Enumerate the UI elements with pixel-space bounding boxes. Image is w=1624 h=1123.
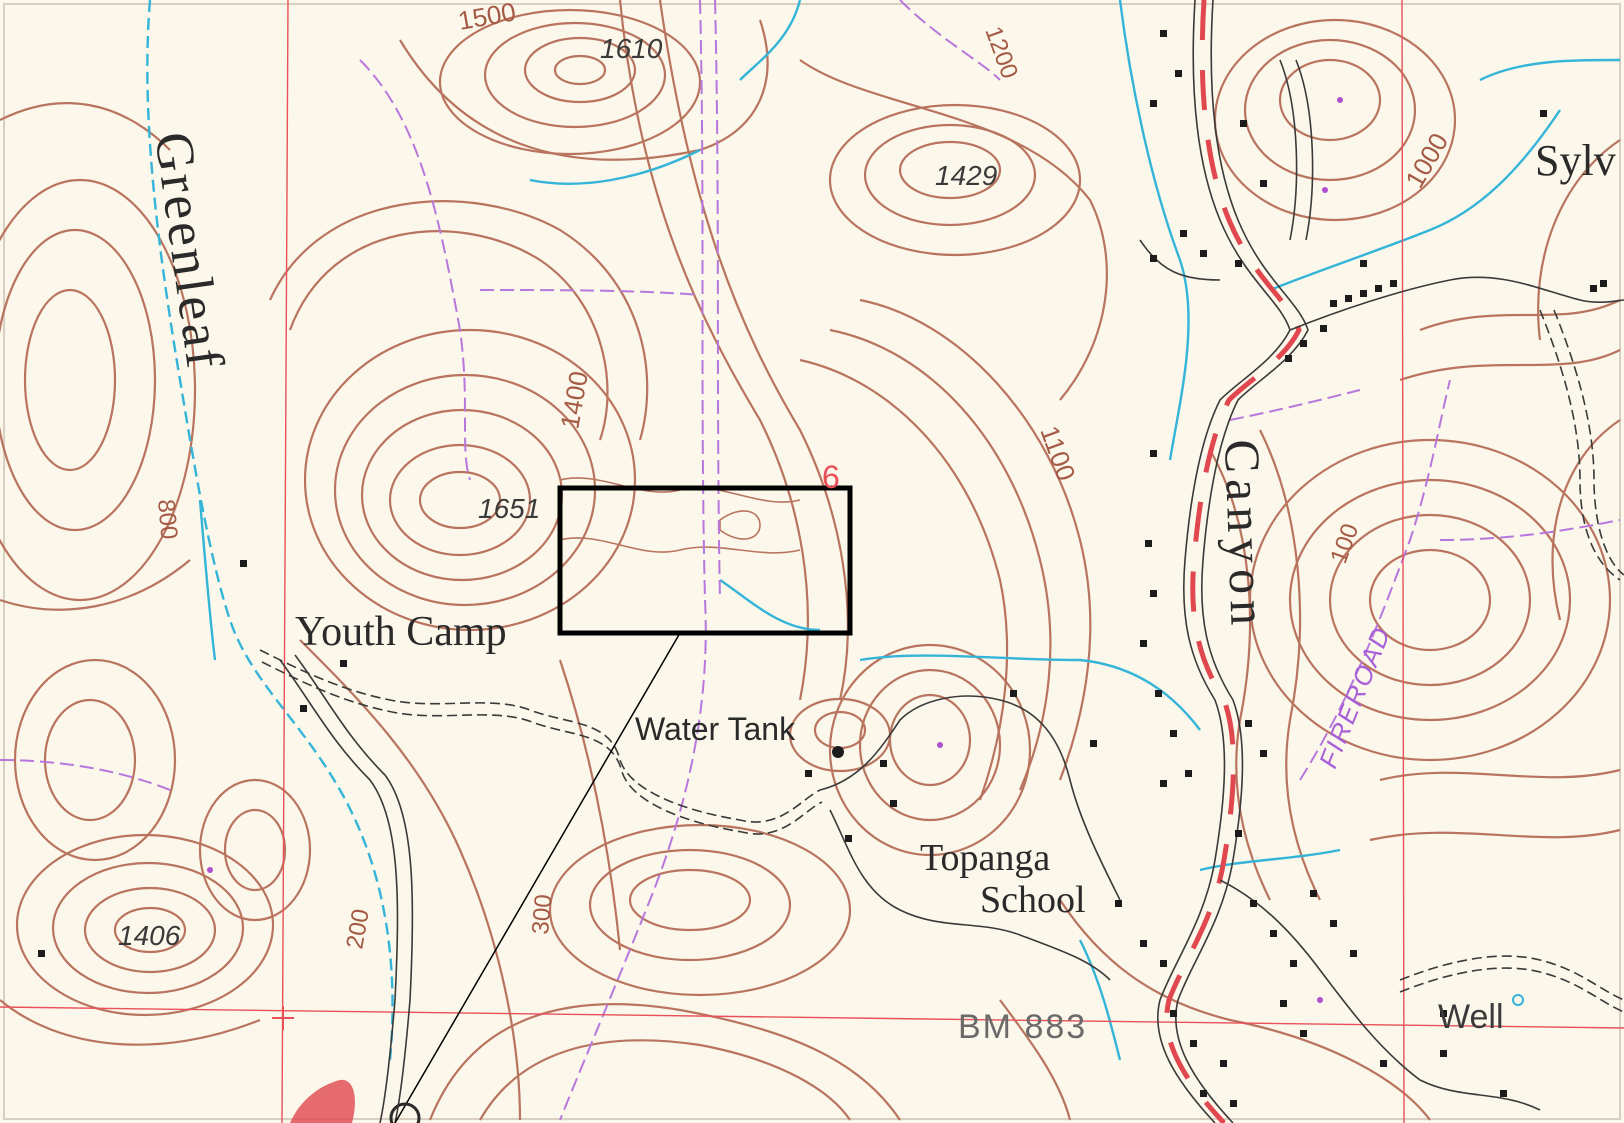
stream-upper-mid — [739, 0, 802, 81]
stream-canyon — [1118, 0, 1190, 461]
elevation-1406: 1406 — [118, 920, 181, 951]
road-upper-right — [1139, 59, 1624, 331]
road-lower-right — [1219, 879, 1624, 1111]
contour-peak-1429 — [799, 59, 1108, 401]
label-topanga: Topanga — [920, 837, 1050, 879]
grid-line-v2 — [1401, 0, 1405, 1123]
spot-markers — [207, 97, 1343, 1003]
label-canyon: Canyon — [1214, 438, 1277, 631]
stream-mid — [719, 579, 821, 632]
contour-label-300: 300 — [527, 893, 557, 935]
label-well: Well — [1438, 998, 1504, 1036]
label-sylv: Sylv — [1535, 136, 1616, 185]
label-school: School — [980, 879, 1086, 921]
contour-left-ridge — [0, 178, 312, 922]
elevation-1651: 1651 — [478, 493, 540, 524]
label-youth-camp: Youth Camp — [295, 609, 507, 655]
contour-peak-1651 — [268, 200, 649, 632]
highlight-box[interactable] — [557, 485, 853, 636]
red-area-patch — [290, 1079, 355, 1123]
leader-line — [394, 632, 681, 1123]
road-highway-fill — [1164, 0, 1302, 1123]
trail-ridge — [359, 59, 471, 481]
water-tank-symbol — [832, 746, 844, 758]
road-east-dashed — [1539, 309, 1624, 581]
road-youth-camp — [259, 649, 823, 835]
contour-label-800: 800 — [152, 498, 182, 540]
stream-left — [198, 499, 217, 661]
well-symbol — [1512, 994, 1524, 1006]
trail-far-east — [1439, 519, 1621, 541]
roads — [259, 0, 1624, 1123]
road-greenleaf — [279, 654, 414, 1123]
label-water-tank: Water Tank — [635, 711, 796, 747]
road-school-loop — [819, 695, 1121, 981]
grid-line-h1 — [0, 1006, 1624, 1029]
contour-peak-1610 — [399, 8, 769, 161]
grid-line-v1 — [281, 0, 289, 1123]
contour-bottom-hills — [428, 823, 901, 1121]
buildings — [38, 30, 1607, 1107]
stream-bottom — [1078, 939, 1122, 1061]
stream-right — [1269, 109, 1561, 292]
trail-fireroad — [1299, 379, 1451, 781]
trail-west — [0, 759, 171, 791]
partial-label-glyph — [389, 1102, 421, 1123]
elevation-1429: 1429 — [935, 160, 997, 191]
contour-peak-1406 — [15, 833, 275, 1017]
trail-east — [1229, 389, 1361, 421]
drainage-streams — [146, 0, 1621, 1061]
stream-greenleaf — [146, 0, 394, 1061]
stream-northeast — [1479, 58, 1621, 82]
trail-horizontal — [479, 289, 701, 296]
label-bm-883: BM 883 — [958, 1008, 1087, 1046]
stream-upper-left — [529, 148, 701, 185]
elevation-1610: 1610 — [600, 33, 663, 64]
trail-north-south-2 — [714, 0, 721, 601]
section-number-marker: 6 — [822, 459, 840, 495]
stream-east — [859, 654, 1201, 731]
road-topanga-canyon — [1156, 0, 1309, 1123]
map-frame — [3, 3, 1621, 1120]
grid-cross-marker — [272, 1006, 294, 1030]
